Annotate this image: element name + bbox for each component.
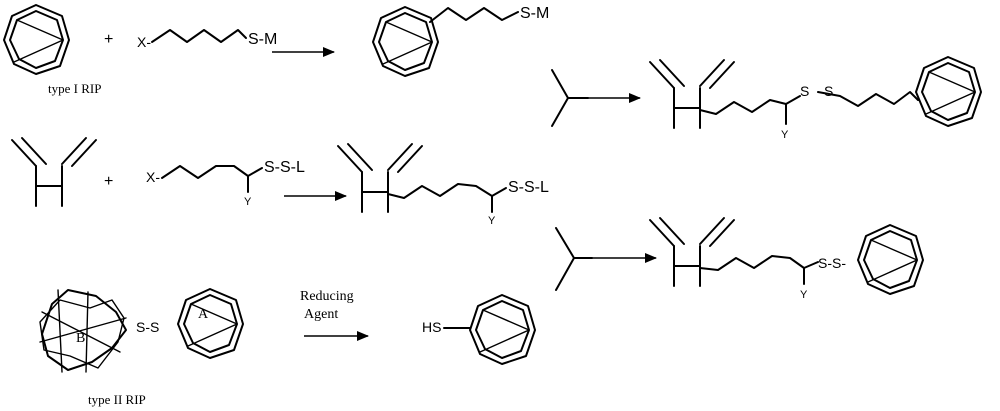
conj2-ss-label: S-S- [818,255,846,271]
type2-rip-a-chain [177,288,244,359]
type1-rip-molecule [3,4,70,75]
conj1-s1-label: S [800,83,809,99]
reducing-agent-line2: Agent [304,307,338,322]
product2-y-label: Y [488,215,496,227]
type2-ss-label: S-S [136,319,159,335]
linker2-y-label: Y [244,196,252,208]
ring-b-label: B [76,331,85,346]
product-sm-label: S-M [520,5,549,22]
antibody-linker-product [337,143,507,213]
ring-a-label: A [198,307,209,322]
immunotoxin-conjugate-2 [649,217,924,295]
type2-rip-label: type II RIP [88,392,146,407]
reducing-agent-line1: Reducing [300,289,354,304]
conj1-s2-label: S [824,83,833,99]
product2-ssl-label: S-S-L [508,179,549,196]
conj2-y-label: Y [800,289,808,301]
plus-sign: + [104,31,113,48]
immunotoxin-conjugate-1 [649,56,982,129]
linker-x-label: X- [137,34,151,50]
isopropyl-reagent-1 [551,69,589,127]
antibody-molecule [11,137,97,207]
linker-chain [151,29,247,43]
linker-sm-label: S-M [248,31,277,48]
isopropyl-reagent-2 [555,227,593,291]
linker2-ssl-label: S-S-L [264,159,305,176]
free-a-chain [469,294,536,365]
linker2-x-label: X- [146,169,160,185]
hs-label: HS [422,319,441,335]
rip-linker-product [372,6,519,77]
conj1-y-label: Y [781,129,789,141]
plus-sign-2: + [104,173,113,190]
type2-rip-b-chain [39,289,127,373]
type1-rip-label: type I RIP [48,81,101,96]
